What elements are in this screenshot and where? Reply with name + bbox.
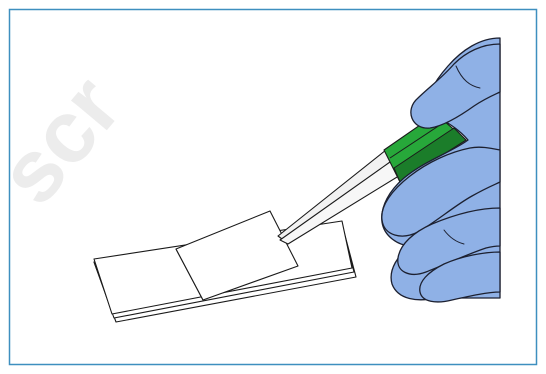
- illustration-canvas: scr: [0, 0, 546, 374]
